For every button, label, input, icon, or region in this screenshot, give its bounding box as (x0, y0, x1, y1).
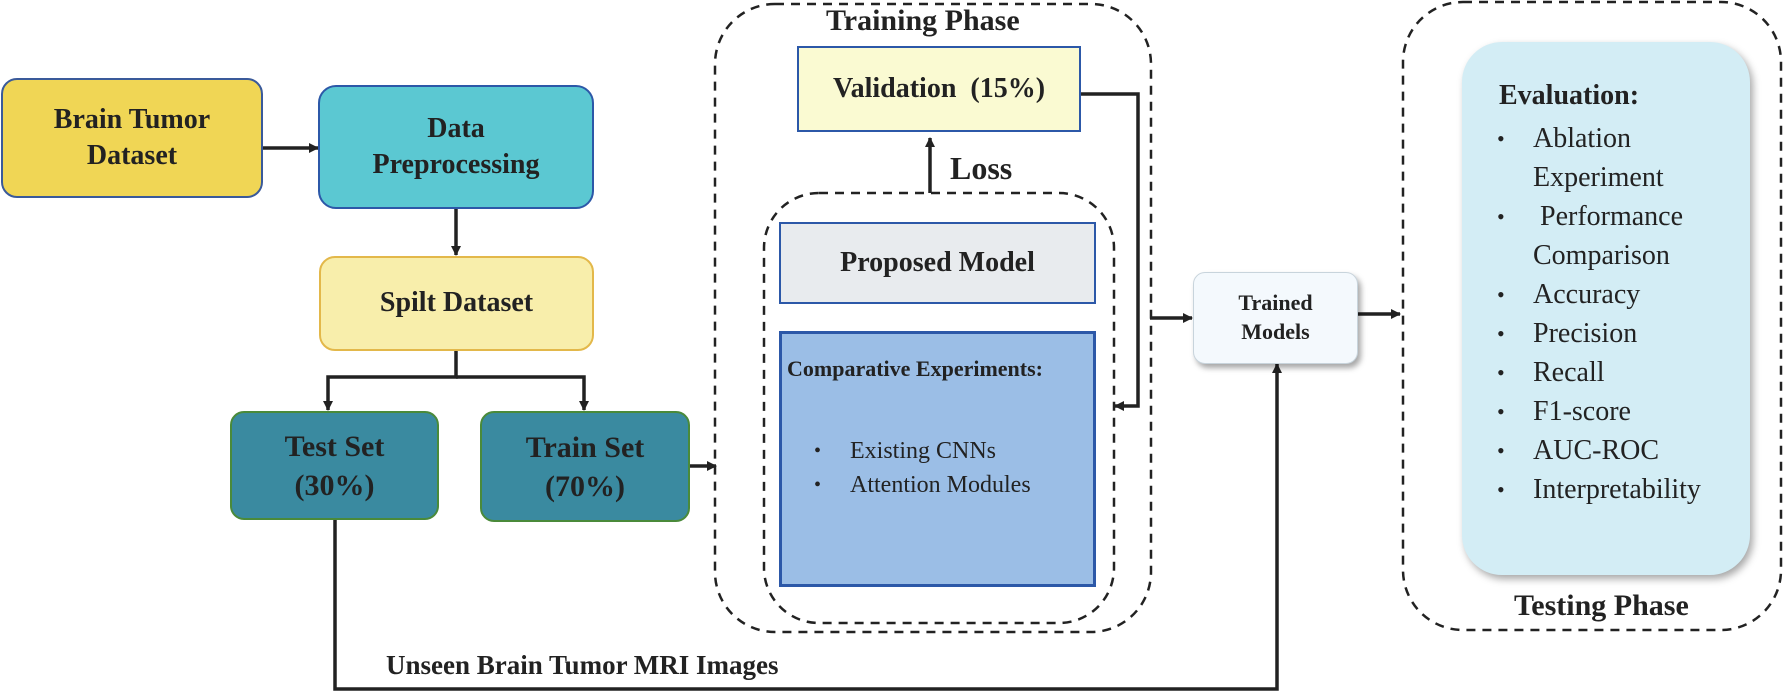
unseen-images-label: Unseen Brain Tumor MRI Images (386, 650, 779, 680)
comparative-item: Attention Modules (814, 468, 1031, 502)
split-dataset-box: Spilt Dataset (319, 256, 594, 351)
comparative-item: Existing CNNs (814, 434, 1031, 468)
arrow-test-set-to-trained-models (333, 363, 1282, 691)
training-phase-label: Training Phase (826, 4, 1020, 37)
evaluation-title: Evaluation: (1499, 80, 1640, 111)
connector-split-branches (323, 351, 458, 411)
comparative-experiments-title: Comparative Experiments: (787, 356, 1044, 381)
testing-phase-container (1401, 0, 1783, 632)
train-set-box: Train Set (70%) (480, 411, 690, 522)
evaluation-panel: Evaluation: Ablation Experiment Performa… (1462, 42, 1750, 575)
validation-box: Validation (15%) (797, 46, 1081, 132)
evaluation-item: Performance Comparison (1497, 197, 1701, 275)
evaluation-item: F1-score (1497, 392, 1701, 431)
evaluation-item: Accuracy (1497, 275, 1701, 314)
evaluation-item: Recall (1497, 353, 1701, 392)
brain-tumor-dataset-box: Brain Tumor Dataset (1, 78, 263, 198)
evaluation-item: Interpretability (1497, 470, 1701, 509)
trained-models-box: Trained Models (1193, 272, 1358, 364)
data-preprocessing-box: Data Preprocessing (318, 85, 594, 209)
evaluation-item: AUC-ROC (1497, 431, 1701, 470)
comparative-experiments-box: Comparative Experiments: Existing CNNs A… (779, 331, 1096, 587)
arrow-validation-to-model (1081, 92, 1140, 411)
evaluation-item: Precision (1497, 314, 1701, 353)
testing-phase-label: Testing Phase (1514, 589, 1689, 622)
connector-split-to-train (456, 375, 589, 411)
test-set-box: Test Set (30%) (230, 411, 439, 520)
evaluation-item: Ablation Experiment (1497, 119, 1701, 197)
proposed-model-box: Proposed Model (779, 222, 1096, 304)
loss-label: Loss (950, 150, 1013, 186)
